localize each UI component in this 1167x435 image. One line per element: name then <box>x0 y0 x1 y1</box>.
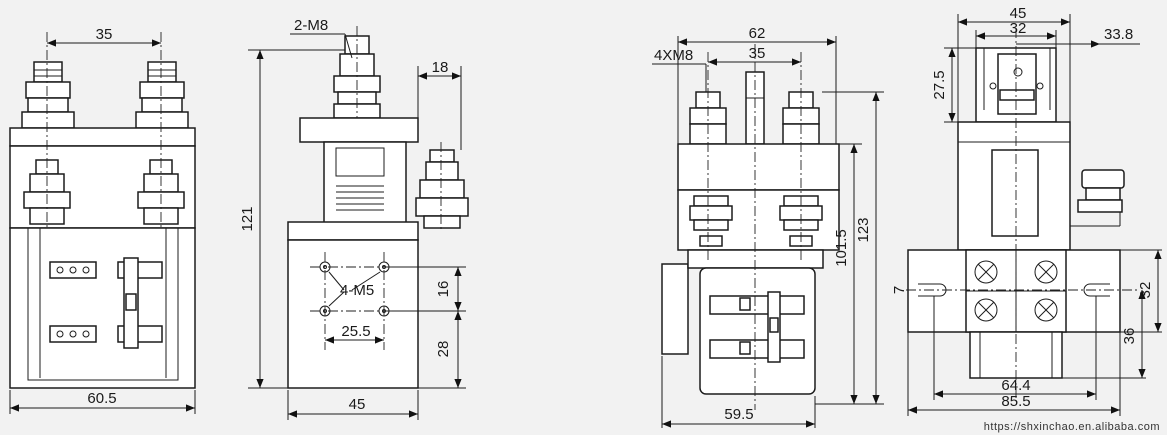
coil-body <box>287 239 419 389</box>
aux-terminal <box>415 149 469 229</box>
lower-body <box>9 227 196 389</box>
dim-v2-holes: 4-M5 <box>340 282 374 299</box>
dim-v3-h123: 123 <box>855 217 872 242</box>
coil-flange <box>287 221 419 241</box>
top-housing <box>299 117 419 143</box>
dim-v3-w595: 59.5 <box>724 406 753 423</box>
dim-v4-h36: 36 <box>1121 328 1138 345</box>
dim-v1-bottom: 60.5 <box>87 390 116 407</box>
view-2-side: 2-M8 121 18 4-M5 16 28 25.5 45 <box>239 17 469 420</box>
side-terminal-left <box>23 159 71 225</box>
coil-tab-top <box>709 295 805 315</box>
dim-v4-w32: 32 <box>1010 20 1027 37</box>
dim-v4-w644: 64.4 <box>1001 377 1030 394</box>
terminal-bolt-br <box>1034 298 1058 322</box>
coil-body <box>699 267 816 395</box>
dim-v2-h16: 16 <box>435 281 452 298</box>
dim-v2-screw: 2-M8 <box>294 17 328 34</box>
side-bracket <box>661 263 689 355</box>
coil-tab-top <box>49 261 97 279</box>
view-1-front: 35 60.5 <box>9 26 196 414</box>
dim-v4-w45: 45 <box>1010 5 1027 22</box>
dim-v2-height: 121 <box>239 206 256 231</box>
terminal-bolt-tr <box>1034 260 1058 284</box>
dim-v4-slot: 7 <box>891 286 908 294</box>
dim-v4-h32: 32 <box>1137 282 1154 299</box>
coil-tab-bottom <box>49 325 97 343</box>
top-terminal-left <box>21 61 75 129</box>
mounting-slot-right <box>1083 283 1110 297</box>
top-terminal-right <box>135 61 189 129</box>
watermark: https://shxinchao.en.alibaba.com <box>984 421 1160 433</box>
inner-terminal-left <box>689 195 733 247</box>
view-3-front: 62 4XM8 35 101.5 123 59.5 <box>652 25 884 428</box>
terminal-bolt-bl <box>974 298 998 322</box>
dim-v2-aux: 18 <box>432 59 449 76</box>
dim-v2-h28: 28 <box>435 341 452 358</box>
view-4-top: 45 32 33.8 27.5 7 32 36 64.4 85.5 <box>891 5 1162 416</box>
top-cover <box>9 127 196 147</box>
dim-v3-w35: 35 <box>749 45 766 62</box>
dim-v4-w338: 33.8 <box>1104 26 1133 43</box>
aux-side-terminal <box>1070 169 1125 227</box>
dim-v2-w45: 45 <box>349 396 366 413</box>
dim-v1-top: 35 <box>96 26 113 43</box>
dim-v4-h275: 27.5 <box>931 70 948 99</box>
coil-tab-bottom <box>709 339 805 359</box>
upper-housing <box>677 143 840 191</box>
dim-v3-screw: 4XM8 <box>654 47 693 64</box>
dim-v4-w855: 85.5 <box>1001 393 1030 410</box>
terminal-left <box>689 91 727 145</box>
dim-v3-w62: 62 <box>749 25 766 42</box>
dim-v3-h1015: 101.5 <box>833 229 850 267</box>
terminal-bolt-tl <box>974 260 998 284</box>
terminal-right <box>782 91 820 145</box>
dim-v2-w255: 25.5 <box>341 323 370 340</box>
